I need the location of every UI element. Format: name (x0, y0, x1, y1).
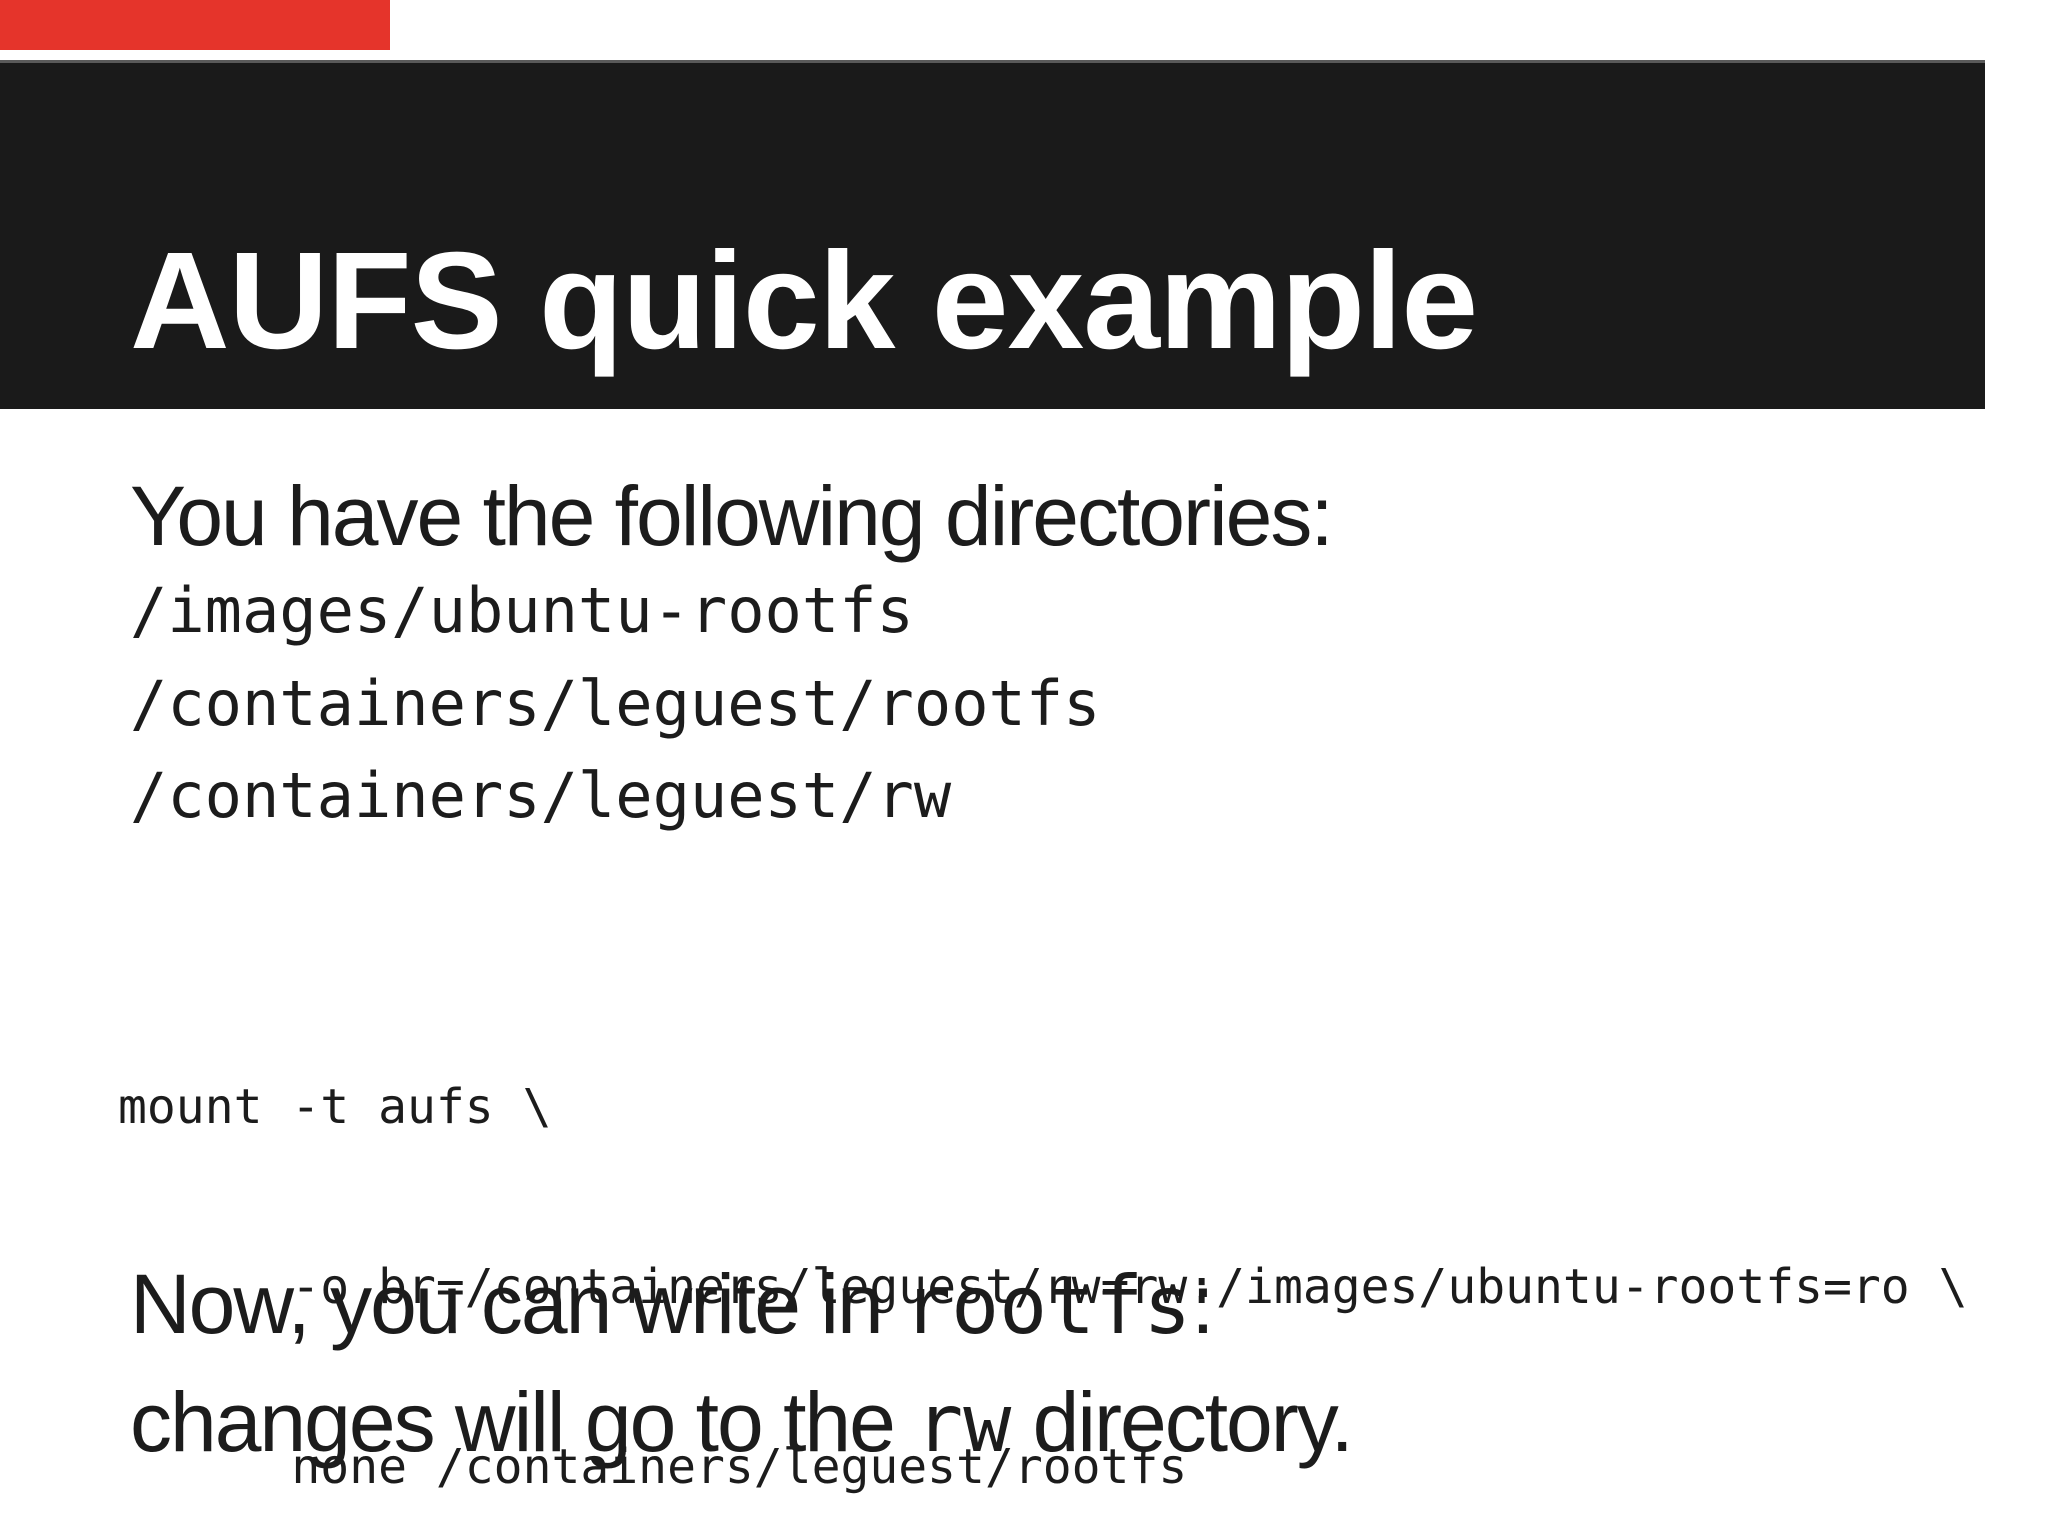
outro-line-1-pre: Now, you can write in (130, 1257, 904, 1351)
directory-path-3: /containers/leguest/rw (130, 759, 952, 832)
inline-code-rw: rw (915, 1377, 1012, 1470)
outro-line-2: changes will go to the rw directory. (130, 1380, 1354, 1464)
slide-title: AUFS quick example (130, 224, 1478, 378)
outro-line-2-post: directory. (1011, 1375, 1354, 1469)
outro-line-1-post: : (1191, 1257, 1214, 1351)
mount-command-line-1: mount -t aufs \ (118, 1079, 552, 1135)
video-progress-bar (0, 0, 390, 50)
directory-path-2: /containers/leguest/rootfs (130, 667, 1101, 740)
mount-command-line-2: -o br=/containers/leguest/rw=rw:/images/… (118, 1259, 1968, 1315)
outro-line-1: Now, you can write in rootfs: (130, 1262, 1215, 1346)
mount-command-block: mount -t aufs \ -o br=/containers/legues… (118, 957, 1968, 1536)
intro-text: You have the following directories: (130, 469, 1334, 563)
title-banner: AUFS quick example (0, 60, 1985, 409)
outro-line-2-pre: changes will go to the (130, 1375, 916, 1469)
directory-path-1: /images/ubuntu-rootfs (130, 574, 914, 647)
mount-command-line-3: none /containers/leguest/rootfs (118, 1439, 1188, 1495)
inline-code-rootfs: rootfs (903, 1259, 1192, 1352)
